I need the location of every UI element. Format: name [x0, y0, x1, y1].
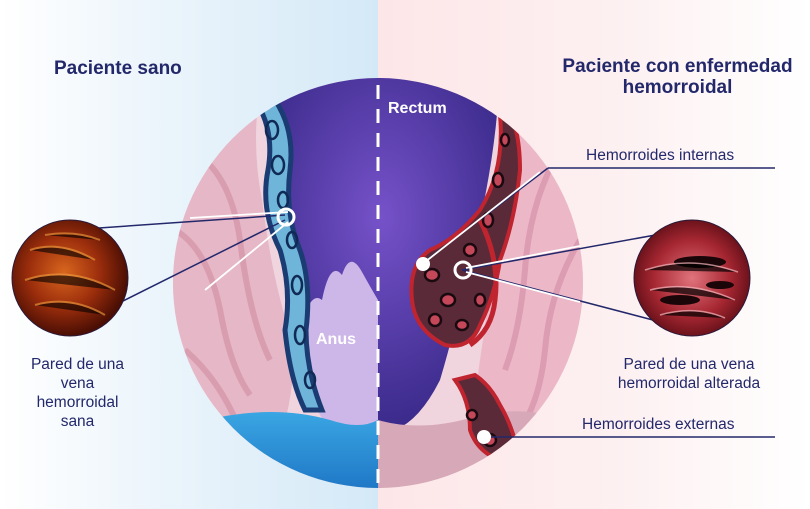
anatomy-circle — [170, 75, 590, 495]
altered-vein-wall-label: Pared de una vena hemorroidal alterada — [594, 355, 784, 393]
healthy-wall-line3: hemorroidal — [20, 393, 135, 412]
rectum-label: Rectum — [388, 100, 447, 118]
healthy-wall-line2: vena — [20, 374, 135, 393]
altered-vein-wall-magnified — [634, 220, 750, 336]
internal-hemorrhoids-label: Hemorroides internas — [586, 146, 734, 165]
altered-wall-line1: Pared de una vena — [594, 355, 784, 374]
diseased-heading-line2: hemorroidal — [545, 77, 810, 98]
skin-bottom-left — [170, 412, 378, 495]
healthy-wall-line4: sana — [20, 412, 135, 431]
healthy-wall-line1: Pared de una — [20, 355, 135, 374]
healthy-vein-wall-label: Pared de una vena hemorroidal sana — [20, 355, 135, 431]
healthy-vein-wall-magnified — [12, 220, 128, 336]
healthy-patient-heading: Paciente sano — [54, 58, 182, 79]
diseased-patient-heading: Paciente con enfermedad hemorroidal — [545, 56, 810, 98]
anus-label: Anus — [316, 331, 356, 349]
external-hemorrhoids-label: Hemorroides externas — [582, 415, 734, 434]
altered-wall-line2: hemorroidal alterada — [594, 374, 784, 393]
external-hemorrhoid-marker — [477, 430, 491, 444]
diseased-heading-line1: Paciente con enfermedad — [545, 56, 810, 77]
internal-hemorrhoid-marker — [416, 257, 430, 271]
